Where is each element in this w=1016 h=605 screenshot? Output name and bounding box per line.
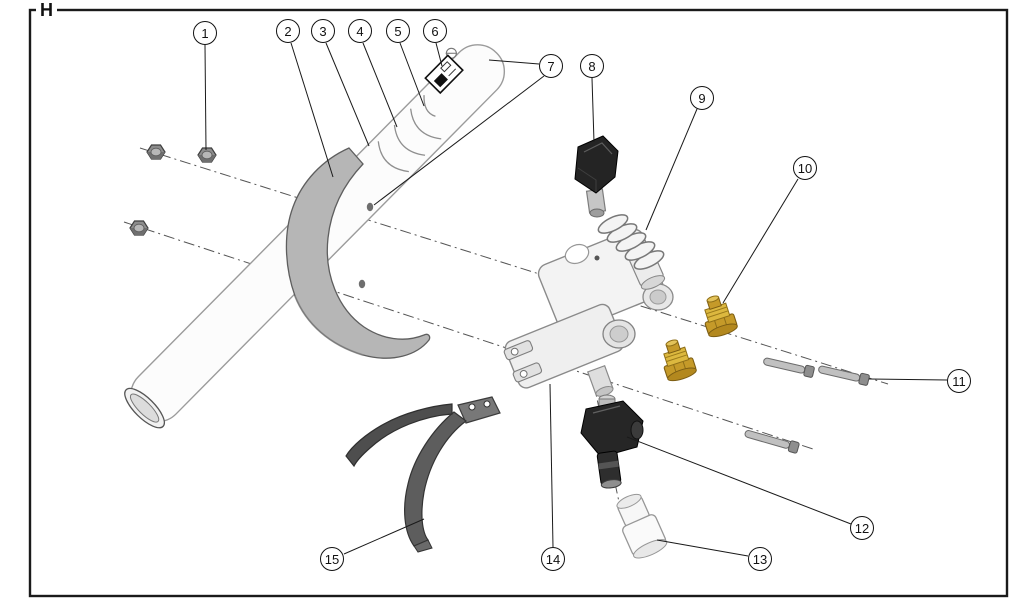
callout-5: 5 [386,19,410,43]
callout-3: 3 [311,19,335,43]
bracket-hole-bottom [358,279,366,289]
screw-1 [763,357,815,378]
screw-2 [818,365,870,386]
callout-15: 15 [320,547,344,571]
callout-13: 13 [748,547,772,571]
shutoff-valve [580,394,644,489]
callout-12: 12 [850,516,874,540]
nut-2 [197,147,217,163]
brass-fitting-1 [704,295,738,338]
tube-label-sticker [424,54,464,95]
callout-2: 2 [276,19,300,43]
leader-lines [204,42,948,557]
callout-1: 1 [193,21,217,45]
sticker-glyph-icon [433,73,448,88]
cartridge [616,493,668,559]
brass-fitting-2 [663,339,697,382]
lever-bracket [345,396,501,553]
screw-3 [744,430,800,454]
nut-3 [129,220,149,236]
callout-10: 10 [793,156,817,180]
nut-1 [146,144,166,160]
tube-grip-marks [377,95,442,173]
callout-7: 7 [539,54,563,78]
guard-bracket [285,147,431,359]
callout-9: 9 [690,86,714,110]
callout-8: 8 [580,54,604,78]
callout-6: 6 [423,19,447,43]
bracket-hole-top [366,202,374,212]
callout-4: 4 [348,19,372,43]
knob [574,135,619,218]
callout-14: 14 [541,547,565,571]
spring [597,214,665,270]
callout-11: 11 [947,369,971,393]
diagram-border [28,8,1009,598]
view-label: H [36,0,57,21]
